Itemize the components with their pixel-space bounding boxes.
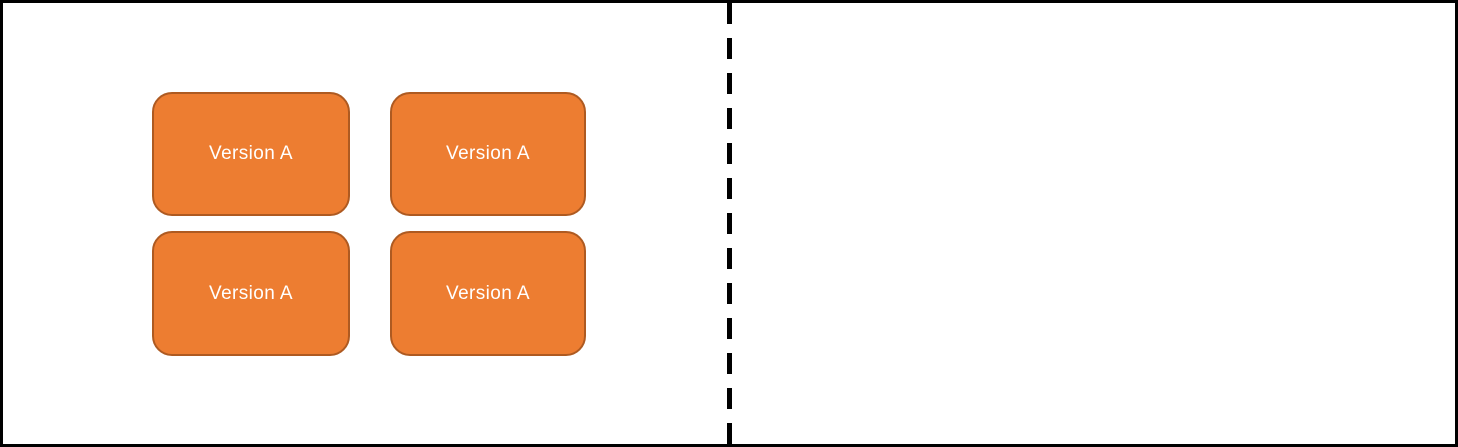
left-panel: Version A Version A Version A Version A — [3, 3, 729, 444]
version-a-label: Version A — [209, 143, 293, 164]
version-a-box-top-right: Version A — [390, 92, 586, 216]
version-a-box-bottom-left: Version A — [152, 231, 350, 356]
version-a-box-top-left: Version A — [152, 92, 350, 216]
right-panel-empty — [735, 3, 1455, 444]
version-a-label: Version A — [446, 143, 530, 164]
version-a-label: Version A — [209, 282, 293, 304]
version-a-box-bottom-right: Version A — [390, 231, 586, 356]
version-a-label: Version A — [446, 282, 530, 304]
